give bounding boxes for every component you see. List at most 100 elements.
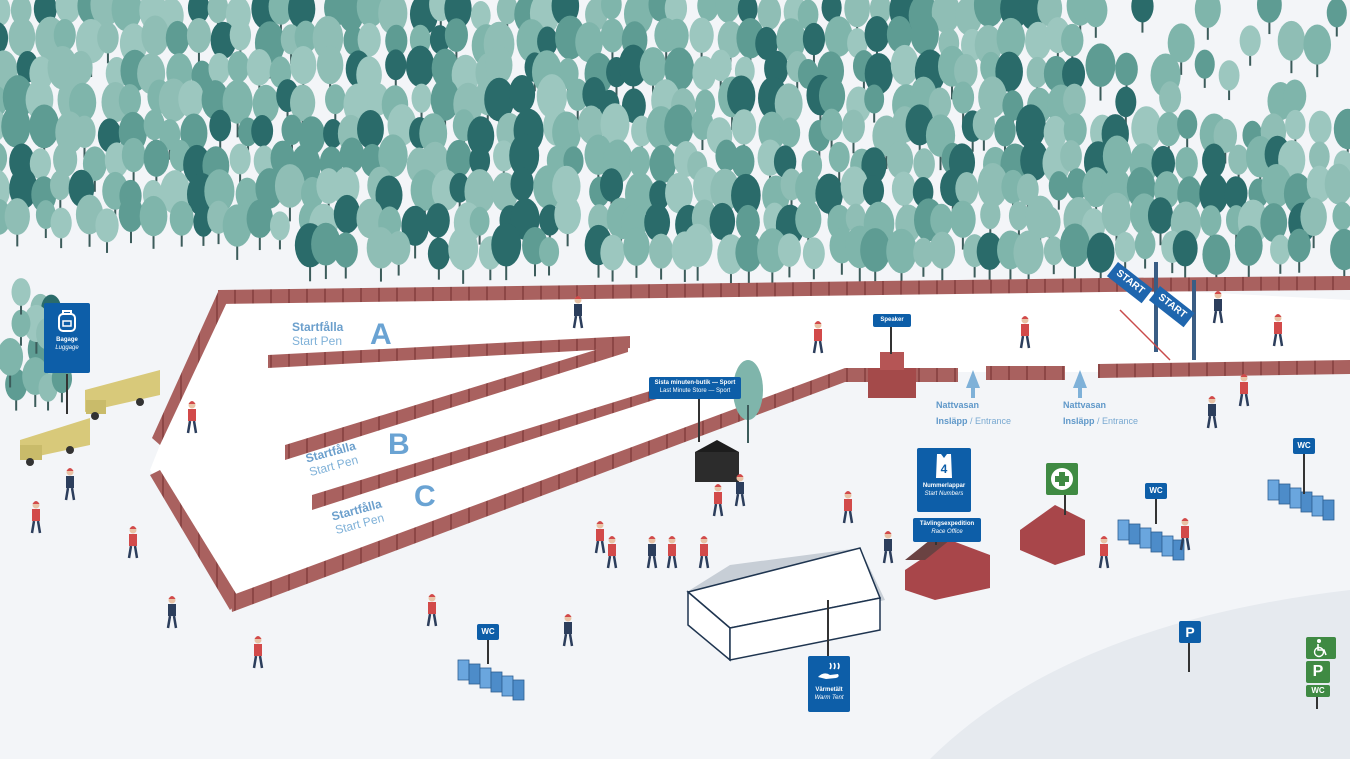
baggage-sign[interactable]: Bagage Luggage xyxy=(44,303,90,373)
accessible-wc-sign[interactable]: WC xyxy=(1306,685,1330,697)
tree xyxy=(538,237,560,276)
pen-fence-a xyxy=(268,336,630,368)
entrance-1-event: Nattvasan xyxy=(936,400,980,410)
tree xyxy=(1115,52,1138,96)
pen-fence-b xyxy=(285,340,628,460)
tree xyxy=(795,200,822,251)
speaker-sign[interactable]: Speaker xyxy=(873,314,911,327)
wheelchair-icon xyxy=(1313,639,1327,658)
toilet-cabin xyxy=(1128,523,1141,545)
bib-number: 4 xyxy=(940,462,948,476)
toilet-cabin xyxy=(501,675,514,697)
pen-a-label: Startfålla Start Pen xyxy=(292,320,343,348)
tree xyxy=(333,232,358,279)
tree xyxy=(1213,118,1238,164)
toilet-cabin xyxy=(457,659,470,681)
toilet-cabin xyxy=(1161,535,1174,557)
tree xyxy=(777,233,801,278)
wc-post xyxy=(1155,496,1157,524)
person xyxy=(127,526,139,559)
entrance-fence-3 xyxy=(1098,360,1350,378)
entrance-fence-2 xyxy=(986,366,1065,380)
tree xyxy=(1303,24,1332,78)
tree xyxy=(1,104,31,161)
tree xyxy=(139,195,168,249)
tree xyxy=(186,17,211,64)
parking-sign[interactable]: P xyxy=(1179,621,1201,643)
tree xyxy=(508,75,536,125)
store-sign-en: Last Minute Store — Sport xyxy=(659,388,731,394)
tree xyxy=(8,17,36,69)
tree xyxy=(709,49,732,92)
first-aid-sign[interactable] xyxy=(1046,463,1078,495)
accessible-sign[interactable] xyxy=(1306,637,1336,659)
tree xyxy=(929,231,956,281)
race-office-sign[interactable]: Tävlingsexpedition Race Office xyxy=(913,518,981,542)
back-fence xyxy=(218,278,1105,304)
tree xyxy=(1038,206,1061,248)
tree xyxy=(11,278,31,315)
tree xyxy=(891,171,916,217)
tree xyxy=(715,0,740,34)
tree xyxy=(709,202,736,252)
tree xyxy=(950,200,976,250)
backpack-icon xyxy=(58,310,76,332)
tree xyxy=(222,204,252,260)
tree xyxy=(972,108,995,151)
baggage-sign-sv: Bagage xyxy=(56,337,78,343)
tree xyxy=(426,203,450,249)
tree xyxy=(97,22,119,64)
tree xyxy=(1285,109,1306,149)
tree xyxy=(1026,56,1048,98)
wc-sign[interactable]: WC xyxy=(1145,483,1167,499)
tree xyxy=(269,211,290,250)
tree xyxy=(1200,205,1222,246)
tree xyxy=(1008,201,1029,240)
pen-a-letter: A xyxy=(370,318,392,351)
accessible-parking-sign[interactable]: P xyxy=(1306,661,1330,683)
tree xyxy=(1114,232,1136,272)
race-office-sv: Tävlingsexpedition xyxy=(919,521,975,527)
tree xyxy=(1167,23,1195,75)
tree xyxy=(143,139,170,189)
tree xyxy=(1234,225,1263,279)
toilet-cabin xyxy=(1322,499,1335,521)
tree xyxy=(1194,0,1221,40)
person xyxy=(30,501,42,534)
tree xyxy=(1134,229,1156,269)
tree xyxy=(844,0,871,39)
parking-post xyxy=(1188,640,1190,672)
tree xyxy=(444,18,468,63)
store-sign[interactable]: Sista minuten-butik — Sport Last Minute … xyxy=(649,377,741,399)
tree xyxy=(842,109,865,154)
tree xyxy=(227,51,250,93)
person xyxy=(646,536,658,569)
wc-sign[interactable]: WC xyxy=(477,624,499,640)
tree xyxy=(717,20,744,70)
tree xyxy=(1059,223,1090,281)
tree xyxy=(169,200,194,247)
warm-tent-sv: Värmetält xyxy=(815,687,843,693)
tree xyxy=(566,78,589,122)
tree xyxy=(11,309,31,346)
tree xyxy=(1013,230,1044,289)
wc-sign[interactable]: WC xyxy=(1293,438,1315,454)
tree xyxy=(600,168,624,213)
tree xyxy=(815,173,843,227)
tree xyxy=(325,84,346,124)
tree xyxy=(1048,171,1069,210)
tree xyxy=(385,49,407,90)
toilet-cabin xyxy=(512,679,525,701)
tree xyxy=(401,205,429,259)
skiers-and-visitors xyxy=(30,291,1284,669)
warm-tent-sign[interactable]: Värmetält Warm Tent xyxy=(808,656,850,712)
tree xyxy=(95,208,119,253)
start-numbers-sign[interactable]: 4 Nummerlappar Start Numbers xyxy=(917,448,971,512)
tree xyxy=(575,22,603,75)
tree xyxy=(207,0,229,33)
person xyxy=(166,596,178,629)
tree xyxy=(246,199,274,251)
tree xyxy=(366,227,396,282)
tree xyxy=(1085,43,1116,101)
tree xyxy=(757,0,782,41)
